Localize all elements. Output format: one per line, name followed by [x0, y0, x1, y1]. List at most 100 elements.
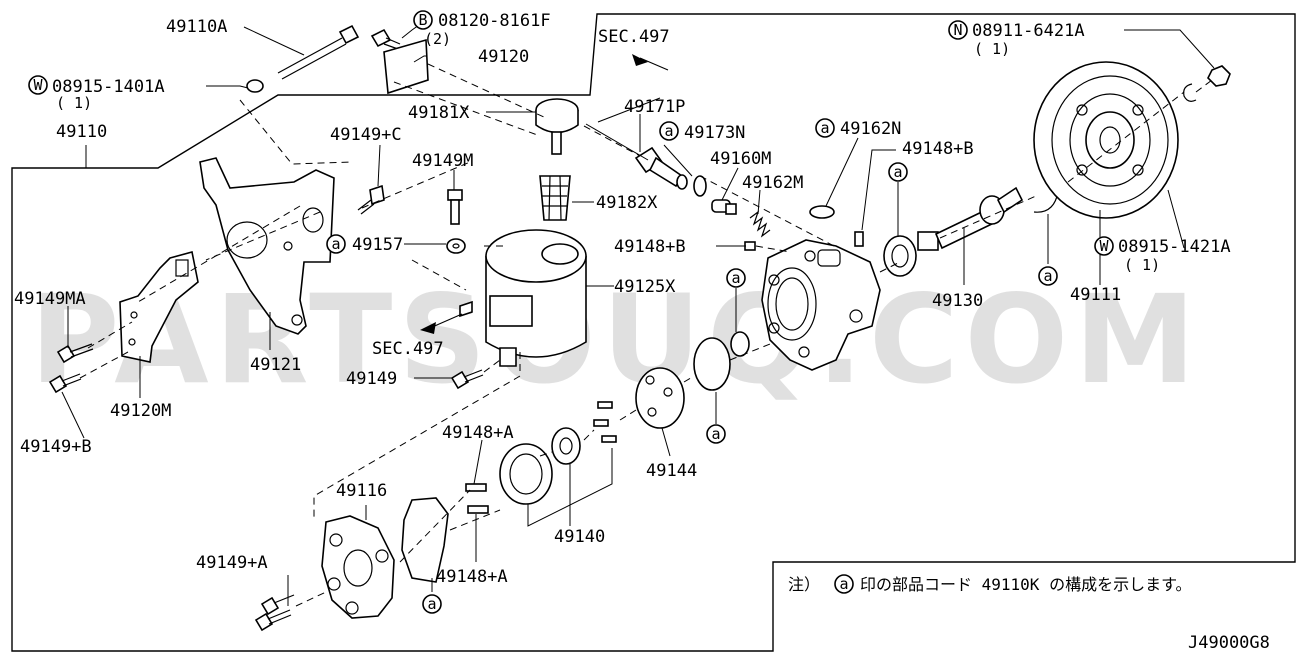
- part-labels: 49110A 08120-8161F (2) 49120 SEC.497 089…: [14, 11, 1231, 587]
- svg-text:a: a: [731, 269, 740, 287]
- symbol-kit-cover-gasket: a: [422, 594, 442, 614]
- label-08915-1401a: 08915-1401A: [52, 77, 165, 97]
- label-08915-1421a-qty: ( 1): [1124, 256, 1160, 274]
- watermark: PARTSOUQ.COM: [30, 269, 1202, 411]
- label-49121: 49121: [250, 355, 301, 375]
- washer-08915-1401a-drawing: [246, 79, 264, 93]
- nut-08911-drawing: [1207, 65, 1231, 87]
- footnote-prefix: 注）: [788, 575, 820, 594]
- label-49144: 49144: [646, 461, 697, 481]
- label-49110a: 49110A: [166, 17, 227, 37]
- label-49149m: 49149M: [412, 151, 473, 171]
- label-49130: 49130: [932, 291, 983, 311]
- label-08120-qty: (2): [424, 30, 451, 48]
- label-sec-497-top: SEC.497: [598, 27, 670, 47]
- label-sec-497-mid: SEC.497: [372, 339, 444, 359]
- label-49149: 49149: [346, 369, 397, 389]
- svg-text:a: a: [820, 119, 829, 137]
- label-49148a-upper: 49148+A: [442, 423, 514, 443]
- label-49149a: 49149+A: [196, 553, 268, 573]
- pin-49148a-upper-drawing: [465, 483, 487, 492]
- label-49149c: 49149+C: [330, 125, 402, 145]
- label-49120: 49120: [478, 47, 529, 67]
- oring-49173n-drawing: [693, 175, 707, 197]
- gasket-large-drawing: [693, 337, 731, 391]
- label-49110: 49110: [56, 122, 107, 142]
- diagram-code: J49000G8: [1188, 633, 1270, 653]
- label-49149b: 49149+B: [20, 437, 92, 457]
- symbol-kit-snap-ring: a: [1038, 266, 1058, 286]
- svg-text:a: a: [711, 425, 720, 443]
- svg-text:W: W: [33, 76, 43, 94]
- label-49162n: 49162N: [840, 119, 901, 139]
- svg-text:B: B: [418, 11, 427, 29]
- label-49181x: 49181X: [408, 103, 470, 123]
- label-49111: 49111: [1070, 285, 1121, 305]
- symbol-kit-49157: a: [326, 234, 346, 254]
- valve-49160m-drawing: [711, 199, 737, 215]
- symbol-bolt-08120: B: [413, 10, 433, 30]
- bolts-49149a-drawing: [254, 594, 295, 632]
- symbol-washer-08915-1401a: W: [28, 75, 48, 95]
- svg-text:N: N: [953, 21, 962, 39]
- footnote: 注） a 印の部品コード 49110K の構成を示します。: [788, 574, 1191, 594]
- cover-49116-drawing: [321, 515, 395, 619]
- label-08120-8161f: 08120-8161F: [438, 11, 551, 31]
- symbol-washer-08915-1421a: W: [1094, 236, 1114, 256]
- pin-49148b-lower-drawing: [744, 241, 756, 251]
- strainer-49182x-drawing: [539, 175, 571, 221]
- svg-text:W: W: [1099, 237, 1109, 255]
- svg-text:a: a: [664, 122, 673, 140]
- bracket-49120m-drawing: [119, 251, 199, 363]
- symbol-kit-49173n: a: [659, 121, 679, 141]
- label-49120m: 49120M: [110, 401, 171, 421]
- washer-49157-drawing: [446, 238, 466, 254]
- label-49149ma: 49149MA: [14, 289, 86, 309]
- label-08911-qty: ( 1): [974, 40, 1010, 58]
- bolt-08120-drawing: [370, 28, 401, 50]
- label-08911-6421a: 08911-6421A: [972, 21, 1085, 41]
- label-49148b-lower: 49148+B: [614, 237, 686, 257]
- svg-text:a: a: [1043, 267, 1052, 285]
- label-49160m: 49160M: [710, 149, 771, 169]
- dashed-lines: [79, 63, 1213, 607]
- label-49162m: 49162M: [742, 173, 803, 193]
- bolt-49149c-drawing: [357, 184, 385, 215]
- tank-49125x-drawing: [459, 229, 587, 367]
- symbol-kit-oring: a: [726, 268, 746, 288]
- label-49157: 49157: [352, 235, 403, 255]
- footnote-symbol: a: [839, 575, 848, 593]
- bracket-49121-drawing: [199, 157, 335, 335]
- oring-small-drawing: [730, 331, 750, 357]
- assembly-frame: [11, 13, 1296, 652]
- pump-body-drawing: [761, 239, 881, 371]
- seal-49162n-drawing: [809, 205, 835, 219]
- bracket-49120-drawing: [383, 38, 429, 95]
- bolt-49149ma-drawing: [56, 343, 94, 364]
- pin-49148b-upper-drawing: [854, 231, 864, 247]
- label-49148b-upper: 49148+B: [902, 139, 974, 159]
- label-49171p: 49171P: [624, 97, 685, 117]
- cartridge-49140-drawing: [499, 427, 581, 505]
- svg-text:a: a: [427, 595, 436, 613]
- plate-49144-drawing: [635, 367, 685, 429]
- leader-lines: [61, 19, 1215, 606]
- label-49173n: 49173N: [684, 123, 745, 143]
- bolt-49149m-drawing: [447, 189, 463, 225]
- symbol-kit-49162n: a: [815, 118, 835, 138]
- pin-49148a-lower-drawing: [467, 505, 489, 514]
- symbol-nut-08911: N: [948, 20, 968, 40]
- vanes-drawing: [593, 401, 617, 443]
- spring-49162m-drawing: [749, 210, 771, 238]
- bolt-49110a-drawing: [277, 24, 360, 80]
- footnote-text: 印の部品コード 49110K の構成を示します。: [860, 575, 1191, 594]
- symbol-kit-gasket: a: [706, 424, 726, 444]
- label-08915-1421a: 08915-1421A: [1118, 237, 1231, 257]
- bolt-49149b-drawing: [48, 373, 82, 394]
- symbol-kit-seal: a: [888, 162, 908, 182]
- gasket-49116-drawing: [401, 497, 449, 583]
- svg-text:a: a: [893, 163, 902, 181]
- label-49182x: 49182X: [596, 193, 658, 213]
- shaft-49130-drawing: [883, 186, 1024, 277]
